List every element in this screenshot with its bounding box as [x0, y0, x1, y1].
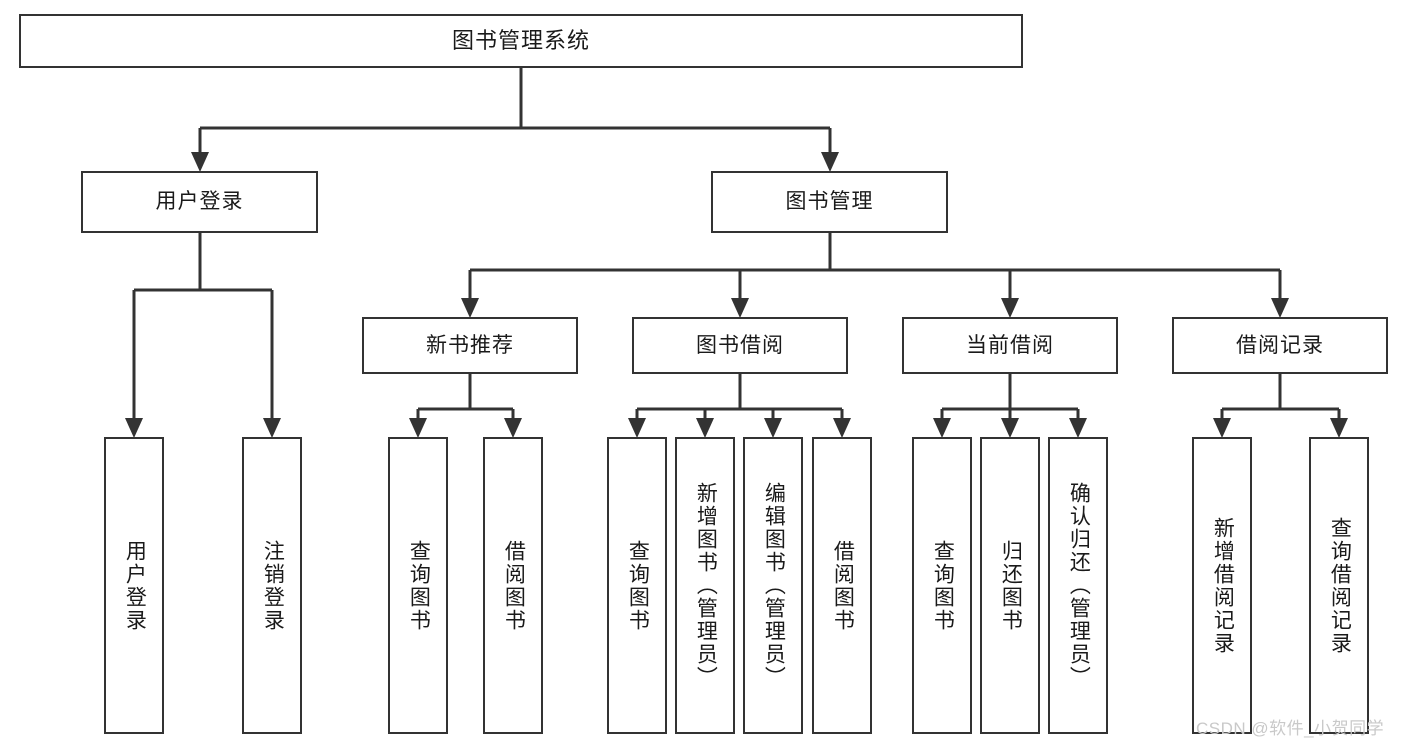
node-book-management[interactable]: 图书管理	[711, 171, 948, 233]
node-label: 新增借阅记录	[1211, 516, 1235, 655]
leaf-borrow-record-add-record[interactable]: 新增借阅记录	[1192, 437, 1252, 734]
node-label: 归还图书	[999, 539, 1023, 632]
node-label: 图书借阅	[696, 333, 784, 357]
node-label: 借阅图书	[502, 539, 526, 632]
node-label: 当前借阅	[966, 333, 1054, 357]
leaf-book-borrow-edit-book-admin[interactable]: 编辑图书（管理员）	[743, 437, 803, 734]
leaf-current-borrow-return-book[interactable]: 归还图书	[980, 437, 1040, 734]
node-label: 查询图书	[626, 539, 650, 632]
leaf-user-login-login[interactable]: 用户登录	[104, 437, 164, 734]
node-label: 借阅记录	[1236, 333, 1324, 357]
node-book-borrow[interactable]: 图书借阅	[632, 317, 848, 374]
node-label: 注销登录	[261, 539, 285, 632]
node-new-book-recommend[interactable]: 新书推荐	[362, 317, 578, 374]
node-label: 新增图书（管理员）	[694, 482, 718, 689]
node-label: 用户登录	[155, 190, 244, 214]
node-label: 用户登录	[123, 539, 147, 632]
node-borrow-record[interactable]: 借阅记录	[1172, 317, 1388, 374]
leaf-borrow-record-query-record[interactable]: 查询借阅记录	[1309, 437, 1369, 734]
node-label: 确认归还（管理员）	[1067, 482, 1091, 689]
leaf-user-login-logout[interactable]: 注销登录	[242, 437, 302, 734]
node-current-borrow[interactable]: 当前借阅	[902, 317, 1118, 374]
leaf-book-borrow-borrow-book[interactable]: 借阅图书	[812, 437, 872, 734]
leaf-new-book-query-book[interactable]: 查询图书	[388, 437, 448, 734]
node-label: 借阅图书	[831, 539, 855, 632]
node-user-login[interactable]: 用户登录	[81, 171, 318, 233]
node-label: 查询图书	[931, 539, 955, 632]
node-label: 图书管理	[785, 190, 874, 214]
leaf-book-borrow-query-book[interactable]: 查询图书	[607, 437, 667, 734]
watermark-csdn: CSDN @软件_小贺同学	[1196, 719, 1385, 738]
leaf-current-borrow-query-book[interactable]: 查询图书	[912, 437, 972, 734]
node-label: 查询借阅记录	[1328, 516, 1352, 655]
leaf-current-borrow-confirm-return-admin[interactable]: 确认归还（管理员）	[1048, 437, 1108, 734]
leaf-new-book-borrow-book[interactable]: 借阅图书	[483, 437, 543, 734]
node-label: 查询图书	[407, 539, 431, 632]
node-label: 图书管理系统	[451, 27, 590, 53]
node-label: 新书推荐	[426, 333, 514, 357]
node-root-book-management-system[interactable]: 图书管理系统	[19, 14, 1023, 68]
node-label: 编辑图书（管理员）	[762, 482, 786, 689]
leaf-book-borrow-add-book-admin[interactable]: 新增图书（管理员）	[675, 437, 735, 734]
